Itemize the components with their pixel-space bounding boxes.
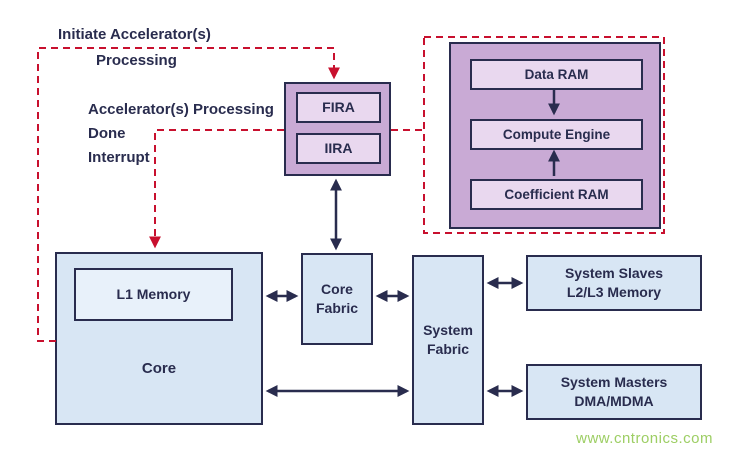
data-ram-block: Data RAM bbox=[470, 59, 643, 90]
compute-engine-label: Compute Engine bbox=[502, 126, 611, 142]
accelerator-block: FIRA IIRA bbox=[284, 82, 391, 176]
watermark: www.cntronics.com bbox=[576, 430, 713, 447]
system-fabric-label-line2: Fabric bbox=[426, 341, 469, 357]
system-fabric-block: System Fabric bbox=[412, 255, 484, 425]
fira-label: FIRA bbox=[322, 99, 355, 115]
data-ram-label: Data RAM bbox=[524, 66, 589, 82]
system-slaves-label-line2: L2/L3 Memory bbox=[566, 284, 662, 300]
done-label-line1: Accelerator(s) Processing bbox=[88, 101, 274, 118]
compute-engine-block: Compute Engine bbox=[470, 119, 643, 150]
coefficient-ram-label: Coefficient RAM bbox=[504, 186, 609, 202]
core-fabric-label-line1: Core bbox=[321, 281, 353, 297]
system-slaves-label-line1: System Slaves bbox=[564, 265, 664, 281]
system-masters-label-line2: DMA/MDMA bbox=[574, 393, 654, 409]
system-masters-label-line1: System Masters bbox=[560, 374, 668, 390]
done-label-line3: Interrupt bbox=[88, 149, 150, 166]
system-fabric-label-line1: System bbox=[423, 322, 473, 338]
iira-label: IIRA bbox=[324, 140, 353, 156]
system-slaves-block: System Slaves L2/L3 Memory bbox=[526, 255, 702, 311]
core-block: L1 Memory Core bbox=[55, 252, 263, 425]
initiate-label-line2: Processing bbox=[96, 52, 177, 69]
coefficient-ram-block: Coefficient RAM bbox=[470, 179, 643, 210]
accelerator-detail-panel: Data RAM Compute Engine Coefficient RAM bbox=[449, 42, 661, 229]
l1-memory-label: L1 Memory bbox=[116, 286, 191, 302]
fira-block: FIRA bbox=[296, 92, 381, 123]
core-fabric-block: Core Fabric bbox=[301, 253, 373, 345]
system-masters-block: System Masters DMA/MDMA bbox=[526, 364, 702, 420]
done-interrupt-path bbox=[149, 129, 284, 249]
initiate-label-line1: Initiate Accelerator(s) bbox=[58, 26, 211, 43]
iira-block: IIRA bbox=[296, 133, 381, 164]
done-label-line2: Done bbox=[88, 125, 126, 142]
l1-memory-block: L1 Memory bbox=[74, 268, 233, 321]
core-label: Core bbox=[141, 360, 177, 377]
core-fabric-label-line2: Fabric bbox=[315, 300, 358, 316]
